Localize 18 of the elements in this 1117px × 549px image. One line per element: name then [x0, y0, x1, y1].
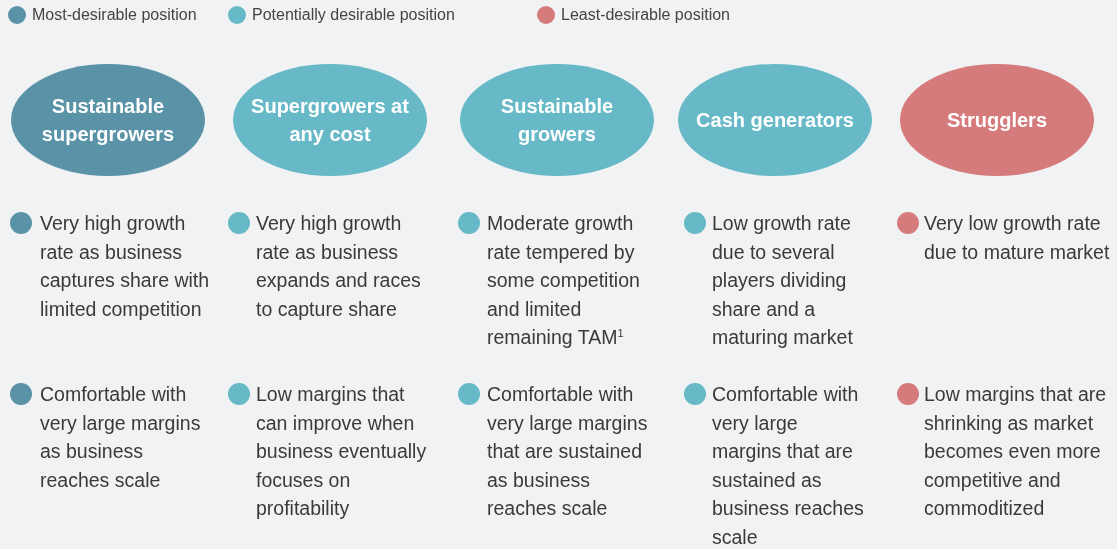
- legend-label: Least-desirable position: [561, 6, 730, 24]
- category-ellipse: Sustainable growers: [460, 64, 654, 176]
- category-ellipse: Strugglers: [900, 64, 1094, 176]
- legend-label: Most-desirable position: [32, 6, 197, 24]
- bullet-text: Low growth rate due to several players dividing share and a maturing market: [712, 211, 854, 350]
- bullet-text: Very high growth rate as business captures share with limited competition: [40, 211, 211, 322]
- bullet-text: Moderate growth rate tempered by some competition and limited remaining TAM$^{1}$: [487, 211, 641, 350]
- bullet-text: Comfortable with very large margins that are sustained as business reaches scale: [712, 382, 865, 549]
- category-ellipse: Supergrowers at any cost: [233, 64, 427, 176]
- bullet-text: Low margins that are shrinking as market becomes even more competitive and commoditized: [924, 382, 1108, 521]
- bullet-text: Comfortable with very large margins as business reaches scale: [40, 382, 202, 493]
- bullet-text: Comfortable with very large margins that are sustained as business reaches scale: [487, 382, 649, 521]
- category-ellipse: Cash generators: [678, 64, 872, 176]
- bullet-text: Low margins that can improve when business eventually focuses on profitability: [256, 382, 428, 521]
- legend-label: Potentially desirable position: [252, 6, 455, 24]
- bullet-text: Very high growth rate as business expands and races to capture share: [256, 211, 422, 322]
- bullet-text: Very low growth rate due to mature market: [924, 211, 1111, 265]
- category-ellipse: Sustainable supergrowers: [11, 64, 205, 176]
